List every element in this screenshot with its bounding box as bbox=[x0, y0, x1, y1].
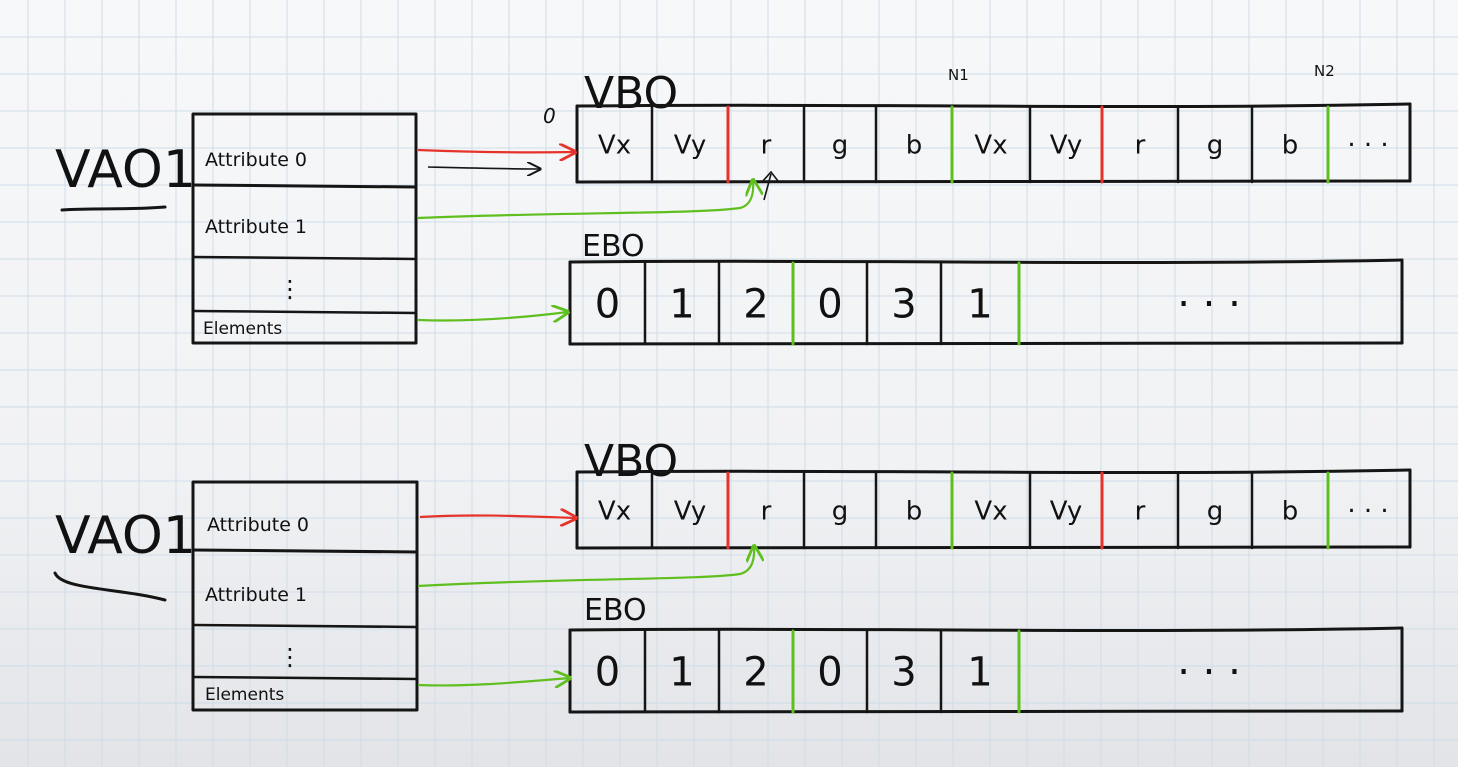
vbo-cell: r bbox=[1135, 496, 1146, 526]
n2-note: N2 bbox=[1314, 62, 1335, 80]
vao-row-divider bbox=[191, 548, 419, 554]
vao-row-attribute-1: Attribute 1 bbox=[205, 216, 307, 238]
vbo-label: VBO bbox=[584, 436, 678, 487]
vbo-label: VBO bbox=[584, 68, 678, 119]
vao-row-divider bbox=[191, 183, 418, 189]
vao-row-ellipsis: ⋮ bbox=[278, 275, 302, 303]
diagram-bottom: VAO1 Attribute 0 Attribute 1 ⋮ Elements … bbox=[53, 436, 1412, 714]
vao-table-frame bbox=[191, 480, 419, 712]
ebo-cell: 2 bbox=[743, 649, 768, 695]
diagram-top: VAO1 Attribute 0 Attribute 1 ⋮ Elements … bbox=[55, 68, 1412, 346]
pencil-arrow-sketch bbox=[761, 170, 779, 201]
vbo-cell: Vx bbox=[598, 496, 631, 526]
origin-mark: 0 bbox=[543, 104, 556, 128]
vbo-cell: · · · bbox=[1347, 130, 1388, 160]
vbo-frame-lines bbox=[575, 102, 1412, 184]
ebo-cell: 1 bbox=[967, 649, 992, 695]
vao-row-divider bbox=[191, 309, 418, 315]
arrow-elements-to-ebo bbox=[417, 678, 570, 685]
ebo-cell: 0 bbox=[817, 281, 842, 327]
ebo-cell: 3 bbox=[891, 649, 916, 695]
vbo-cell: Vx bbox=[598, 130, 631, 160]
vbo-array: Vx Vy r g b Vx Vy r g b · · · bbox=[575, 468, 1412, 550]
ebo-label: EBO bbox=[584, 593, 647, 628]
vao-row-divider bbox=[191, 623, 419, 629]
ebo-frame-lines bbox=[568, 258, 1404, 346]
vbo-cell: · · · bbox=[1347, 496, 1388, 526]
n1-note: N1 bbox=[948, 66, 969, 84]
vao-underline bbox=[60, 205, 167, 212]
ebo-cell: 1 bbox=[967, 281, 992, 327]
vao-row-attribute-0: Attribute 0 bbox=[207, 514, 309, 536]
ebo-frame-lines bbox=[568, 626, 1404, 714]
ebo-cell: · · · bbox=[1177, 649, 1241, 695]
vbo-array: Vx Vy r g b Vx Vy r g b · · · bbox=[575, 102, 1412, 184]
ebo-label: EBO bbox=[582, 229, 645, 264]
vbo-cell: r bbox=[761, 496, 772, 526]
arrow-attribute-1-to-r bbox=[417, 546, 754, 588]
vbo-cell: Vy bbox=[1050, 496, 1082, 526]
vbo-cell: g bbox=[832, 130, 849, 160]
ebo-cell: 0 bbox=[595, 649, 620, 695]
ebo-cell: 1 bbox=[669, 649, 694, 695]
vbo-frame-lines bbox=[575, 468, 1412, 550]
ebo-cell: 0 bbox=[817, 649, 842, 695]
vao-row-ellipsis: ⋮ bbox=[278, 643, 302, 671]
vbo-cell: b bbox=[906, 496, 923, 526]
arrow-attribute-0-to-vx bbox=[417, 150, 575, 152]
vbo-cell: Vy bbox=[674, 496, 706, 526]
ebo-array: 0 1 2 0 3 1 · · · bbox=[568, 258, 1404, 346]
vbo-cell: Vx bbox=[974, 496, 1007, 526]
vao-table: Attribute 0 Attribute 1 ⋮ Elements bbox=[191, 480, 419, 712]
vao-row-attribute-0: Attribute 0 bbox=[205, 149, 307, 171]
vbo-cell: g bbox=[832, 496, 849, 526]
arrow-elements-to-ebo bbox=[417, 312, 568, 321]
vbo-cell: g bbox=[1207, 496, 1224, 526]
ebo-cell: 0 bbox=[595, 281, 620, 327]
vao-row-elements: Elements bbox=[205, 685, 284, 705]
vao-row-divider bbox=[191, 255, 418, 261]
vao-row-attribute-1: Attribute 1 bbox=[205, 584, 307, 606]
vbo-cell: r bbox=[761, 130, 772, 160]
vao-label: VAO1 bbox=[55, 506, 196, 566]
arrow-attribute-1-to-r bbox=[417, 180, 753, 220]
vao-table: Attribute 0 Attribute 1 ⋮ Elements bbox=[191, 112, 418, 345]
vbo-cell: b bbox=[1282, 130, 1299, 160]
vbo-cell: Vy bbox=[674, 130, 706, 160]
arrow-attribute-0-to-vx bbox=[419, 515, 576, 518]
vao-table-frame bbox=[191, 112, 418, 345]
ebo-cell: · · · bbox=[1177, 281, 1241, 327]
vao-row-divider bbox=[191, 675, 419, 681]
ebo-cell: 1 bbox=[669, 281, 694, 327]
arrow-stride-sketch bbox=[427, 167, 540, 169]
ebo-cell: 3 bbox=[891, 281, 916, 327]
ebo-array: 0 1 2 0 3 1 · · · bbox=[568, 626, 1404, 714]
vao-row-elements: Elements bbox=[203, 319, 282, 339]
vbo-cell: Vy bbox=[1050, 130, 1082, 160]
vbo-cell: Vx bbox=[974, 130, 1007, 160]
vbo-cell: g bbox=[1207, 130, 1224, 160]
ebo-cell: 2 bbox=[743, 281, 768, 327]
vbo-cell: r bbox=[1135, 130, 1146, 160]
vao-underline bbox=[53, 571, 167, 602]
vao-label: VAO1 bbox=[55, 140, 196, 200]
vbo-cell: b bbox=[906, 130, 923, 160]
vbo-cell: b bbox=[1282, 496, 1299, 526]
